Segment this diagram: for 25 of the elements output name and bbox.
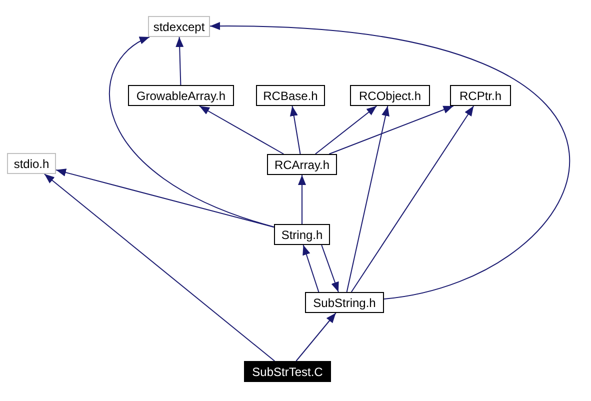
arrow bbox=[321, 244, 339, 292]
arrow bbox=[296, 312, 336, 362]
arrow bbox=[109, 36, 274, 228]
header-box: String.h bbox=[274, 224, 330, 245]
arrow bbox=[298, 174, 306, 224]
arrow bbox=[290, 106, 301, 154]
arrow bbox=[198, 106, 284, 154]
header-box: RCPtr.h bbox=[450, 85, 511, 106]
arrow bbox=[302, 244, 320, 292]
arrow bbox=[350, 106, 474, 292]
arrow bbox=[346, 106, 390, 292]
header-box: stdexcept bbox=[148, 16, 210, 37]
arrow bbox=[44, 174, 276, 362]
header-box: RCObject.h bbox=[350, 85, 430, 106]
arrow bbox=[314, 106, 378, 154]
source-file-box: SubStrTest.C bbox=[244, 361, 331, 382]
header-box: RCArray.h bbox=[267, 154, 337, 175]
arrow bbox=[210, 22, 570, 300]
header-box: SubString.h bbox=[305, 292, 384, 313]
header-box: stdio.h bbox=[7, 153, 56, 174]
header-box: RCBase.h bbox=[256, 85, 325, 106]
arrow bbox=[56, 168, 274, 228]
arrow bbox=[328, 106, 454, 154]
arrow bbox=[176, 36, 184, 86]
header-box: GrowableArray.h bbox=[128, 85, 234, 106]
